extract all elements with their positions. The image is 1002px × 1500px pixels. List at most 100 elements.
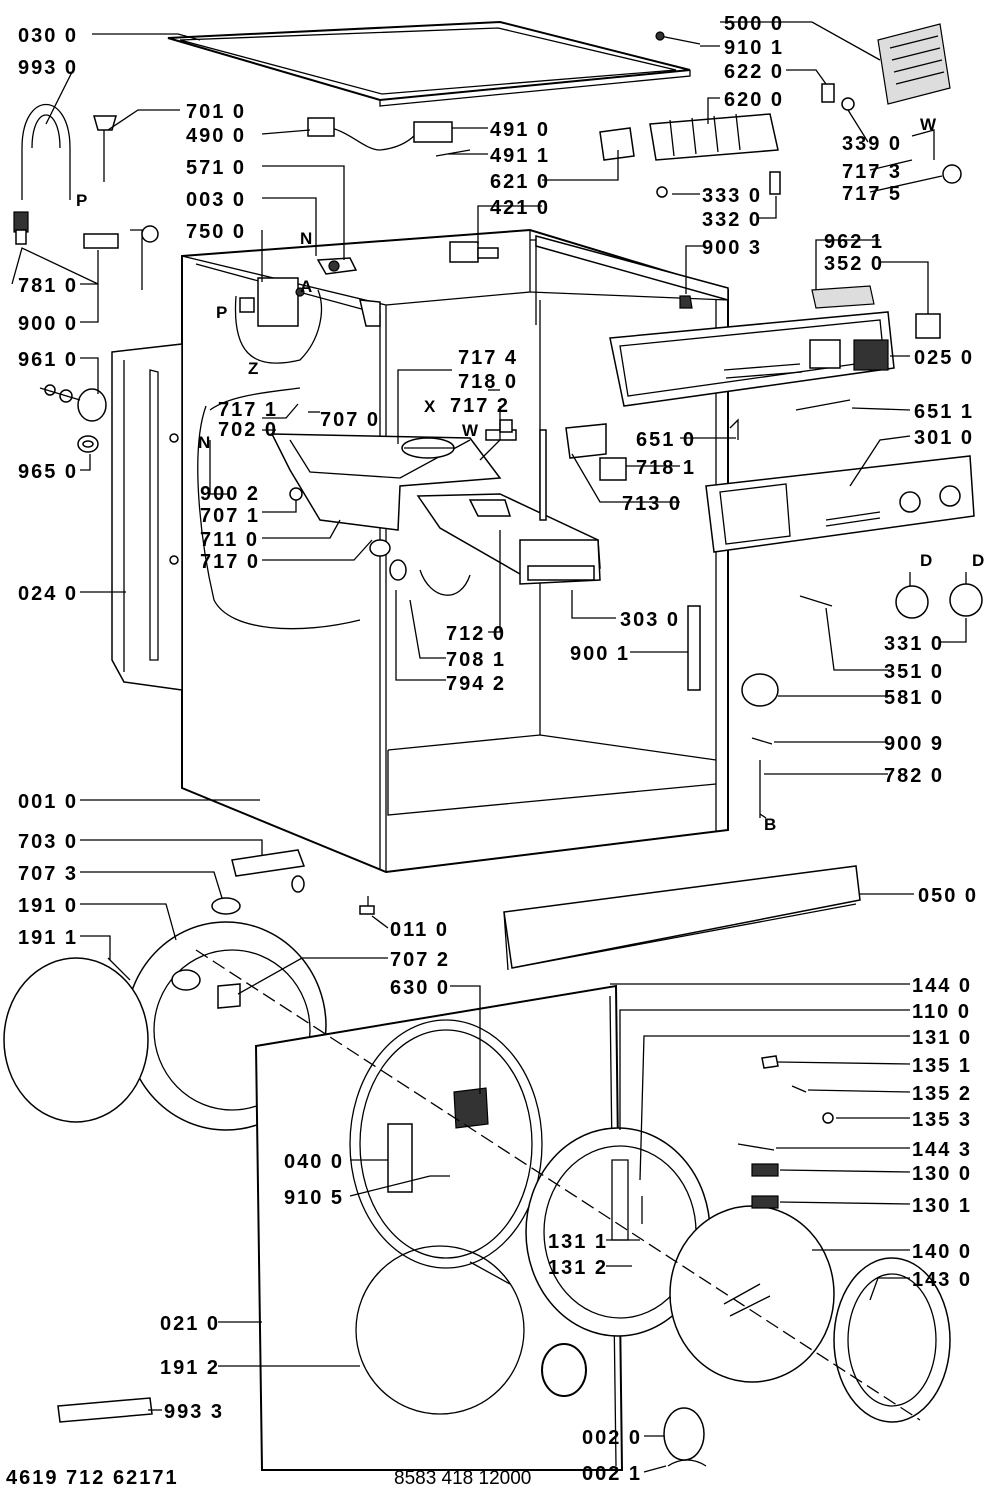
part-label: 910 5 (284, 1187, 344, 1209)
part-label: 144 0 (912, 975, 972, 997)
part-label: 708 1 (446, 649, 506, 671)
control-panel-fascia (705, 455, 975, 553)
part-label: 651 0 (636, 429, 696, 451)
marker-n: N (198, 433, 210, 452)
part-label: 707 2 (390, 949, 450, 971)
lower-parts (3, 849, 951, 1471)
part-label: 900 1 (570, 643, 630, 665)
part-label: 717 4 (458, 347, 518, 369)
part-label: 993 3 (164, 1401, 224, 1423)
part-label: 003 0 (186, 189, 246, 211)
part-label: 713 0 (622, 493, 682, 515)
part-label: 900 9 (884, 733, 944, 755)
part-label: 965 0 (18, 461, 78, 483)
programme-timer (877, 23, 951, 105)
inlet-valve (257, 277, 299, 327)
part-label: 993 0 (18, 57, 78, 79)
part-label: 490 0 (186, 125, 246, 147)
marker-z: Z (248, 359, 258, 378)
marker-n: N (300, 229, 312, 248)
part-label: 131 2 (548, 1257, 608, 1279)
marker-w: W (462, 421, 479, 440)
side-panel (111, 343, 183, 691)
part-label: 130 0 (912, 1163, 972, 1185)
part-label: 622 0 (724, 61, 784, 83)
part-labels: 030 0 993 0 701 0 490 0 491 0 491 1 571 … (18, 13, 978, 1485)
hose-clamp (369, 539, 391, 557)
part-label: 910 1 (724, 37, 784, 59)
marker-d: D (920, 551, 932, 570)
part-label: 130 1 (912, 1195, 972, 1217)
part-label: 718 1 (636, 457, 696, 479)
part-label: 717 5 (842, 183, 902, 205)
footer: 4619 712 62171 8583 418 12000 (6, 1467, 531, 1489)
part-label: 651 1 (914, 401, 974, 423)
part-label: 718 0 (458, 371, 518, 393)
marker-d: D (972, 551, 984, 570)
part-label: 962 1 (824, 231, 884, 253)
part-label: 491 0 (490, 119, 550, 141)
front-panel (254, 984, 624, 1471)
part-label: 352 0 (824, 253, 884, 275)
part-label: 011 0 (390, 919, 449, 941)
knob-right (949, 583, 983, 617)
push-button-switch-block (649, 113, 779, 161)
part-label: 900 2 (200, 483, 260, 505)
marker-p: P (216, 303, 227, 322)
door-outer-ring (833, 1257, 951, 1423)
drawing-number: 4619 712 62171 (6, 1467, 179, 1489)
part-label: 351 0 (884, 661, 944, 683)
dispenser-housing (270, 433, 502, 531)
door-gasket (3, 957, 149, 1123)
part-label: 191 2 (160, 1357, 220, 1379)
part-label: 717 1 (218, 399, 278, 421)
part-label: 301 0 (914, 427, 974, 449)
part-label: 191 0 (18, 895, 78, 917)
part-label: 707 0 (320, 409, 380, 431)
part-label: 620 0 (724, 89, 784, 111)
part-label: 703 0 (18, 831, 78, 853)
part-label: 030 0 (18, 25, 78, 47)
part-label: 143 0 (912, 1269, 972, 1291)
porthole (355, 1245, 525, 1415)
part-label: 040 0 (284, 1151, 344, 1173)
part-label: 110 0 (912, 1001, 971, 1023)
leader-lines (11, 21, 967, 1473)
part-label: 961 0 (18, 349, 78, 371)
door-glass (669, 1205, 835, 1383)
part-label: 782 0 (884, 765, 944, 787)
part-label: 707 1 (200, 505, 260, 527)
electronic-board (609, 311, 895, 407)
part-label: 021 0 (160, 1313, 220, 1335)
door-handle (663, 1407, 705, 1461)
pressure-switch (741, 673, 779, 707)
part-label: 701 0 (186, 101, 246, 123)
electronics (565, 23, 983, 818)
marker-p: P (76, 191, 87, 210)
part-label: 001 0 (18, 791, 78, 813)
part-label: 135 3 (912, 1109, 972, 1131)
part-label: 702 0 (218, 419, 278, 441)
top-lid (167, 20, 691, 102)
part-label: 050 0 (918, 885, 978, 907)
part-label: 002 1 (582, 1463, 642, 1485)
part-label: 421 0 (490, 197, 550, 219)
part-label: 303 0 (620, 609, 680, 631)
part-label: 024 0 (18, 583, 78, 605)
marker-w: W (920, 115, 937, 134)
detergent-assembly (239, 117, 601, 596)
plinth (503, 865, 861, 969)
left-small-parts (13, 104, 159, 453)
part-label: 794 2 (446, 673, 506, 695)
part-label: 717 0 (200, 551, 260, 573)
part-label: 630 0 (390, 977, 450, 999)
marker-a: A (300, 277, 312, 296)
marker-x: X (424, 397, 436, 416)
part-label: 144 3 (912, 1139, 972, 1161)
inlet-hose (419, 569, 471, 596)
part-label: 900 0 (18, 313, 78, 335)
part-label: 491 1 (490, 145, 550, 167)
part-label: 140 0 (912, 1241, 972, 1263)
part-label: 717 2 (450, 395, 510, 417)
